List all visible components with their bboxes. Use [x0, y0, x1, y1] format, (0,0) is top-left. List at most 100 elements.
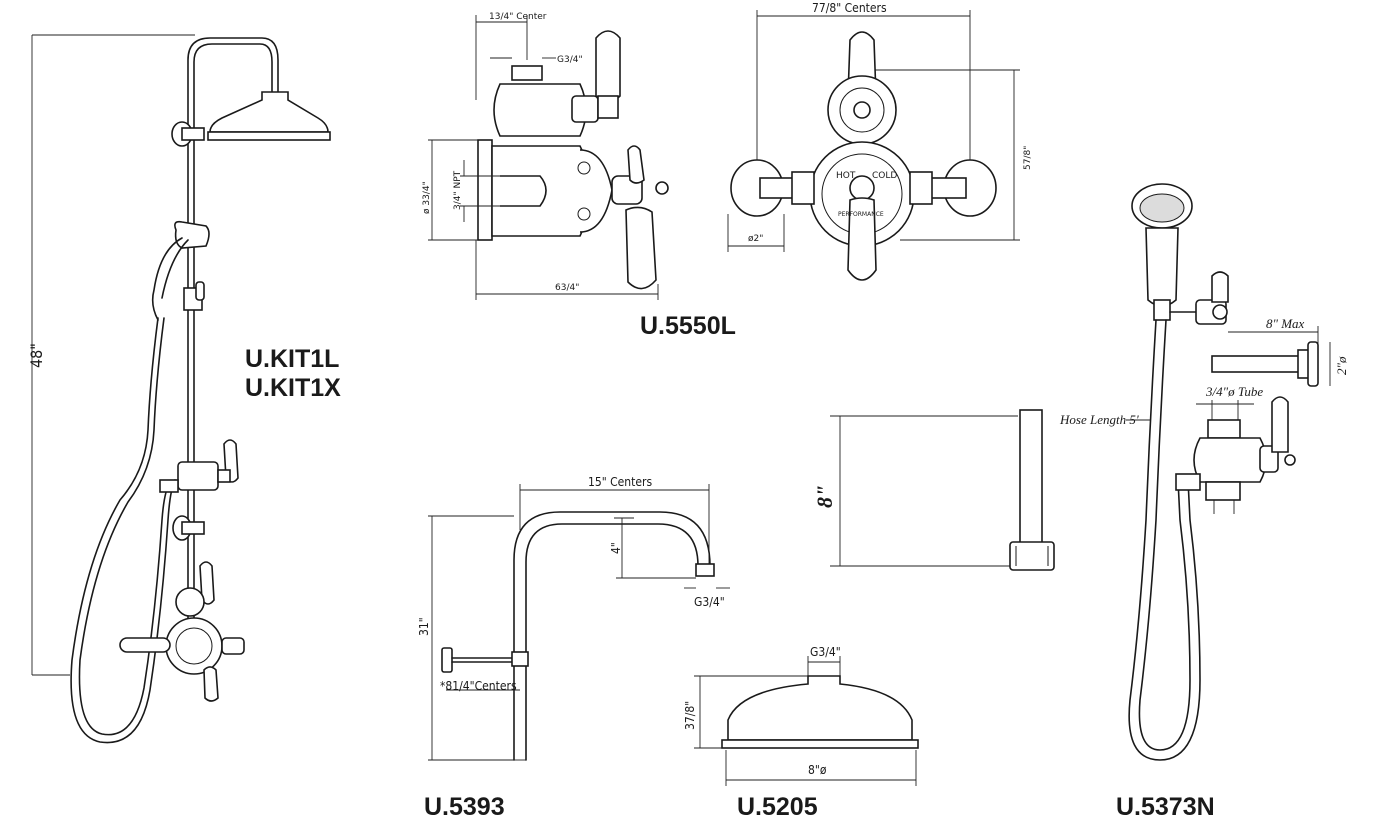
valve-wall-flange	[477, 139, 493, 241]
valve-marking-cold: COLD	[872, 171, 897, 181]
valve-lower-lever	[625, 206, 657, 290]
handshower-hose-inner	[1138, 319, 1191, 751]
handshower-drawing: 8" Max 2"ø 3/4"ø Tube Hose Length 5'	[1059, 183, 1349, 761]
handshower-hose	[1128, 319, 1201, 761]
valve-inlet-elbow	[500, 175, 547, 207]
head-label: U.5205	[737, 793, 818, 821]
handshower-holder-knob	[1212, 304, 1228, 320]
valve-lever-cap	[655, 181, 669, 195]
arm-flange-label: 2"ø	[1334, 356, 1349, 375]
valve-depth-label: 63/4"	[555, 283, 579, 293]
riser-centers-label: 15" Centers	[588, 475, 652, 489]
front-right-inlet-pipe	[929, 177, 967, 199]
kit-hose	[70, 317, 176, 744]
riser-drawing: 15" Centers 4" G3/4" 31" *81/4"Centers	[417, 475, 730, 761]
handshower-spray-face	[1139, 193, 1185, 223]
head-height-label: 37/8"	[683, 701, 697, 730]
riser-outlet-nut	[695, 563, 715, 577]
arm-max-label: 8" Max	[1266, 316, 1305, 331]
head-diameter-label: 8"ø	[808, 763, 827, 777]
handshower-label: U.5373N	[1116, 793, 1215, 821]
front-left-nut	[791, 171, 815, 205]
front-left-inlet-pipe	[759, 177, 797, 199]
kit-handset-handle-inner	[161, 239, 189, 299]
riser-offset-label: *81/4"Centers	[440, 679, 517, 693]
extension-drawing: 8"	[812, 409, 1055, 571]
kit-valve-inlet-right	[221, 637, 245, 655]
front-right-nut	[909, 171, 933, 205]
kit-valve-body	[165, 617, 223, 675]
front-upper-dial-inner	[839, 87, 885, 133]
kit-slide-knob	[195, 281, 205, 301]
valve-upper-lever-hub	[597, 95, 619, 119]
kit-handset-handle	[151, 237, 183, 321]
head-drawing: G3/4" 37/8" 8"ø	[683, 645, 919, 786]
handshower-holder-lever	[1211, 271, 1229, 303]
handshower-handle	[1145, 227, 1179, 307]
riser-label: U.5393	[424, 793, 505, 821]
kit-label-line2: U.KIT1X	[245, 374, 341, 402]
arm-flange	[1307, 341, 1319, 387]
valve-label: U.5550L	[640, 312, 736, 340]
riser-thread-label: G3/4"	[694, 595, 725, 609]
kit-diverter-outlet	[159, 479, 179, 493]
riser-height-label: 31"	[417, 617, 431, 636]
handshower-handle-end	[1153, 299, 1171, 321]
valve-upper-body	[493, 83, 587, 137]
riser-pipe-outer	[513, 511, 711, 761]
valve-side-view: 13/4" Center G3/4" ø 33/4" 3/4" NPT	[422, 12, 669, 300]
arm-tube	[1211, 355, 1303, 373]
kit-diverter-stem	[217, 469, 231, 483]
kit-shower-head-rim	[207, 131, 331, 141]
kit-valve-inlet-left	[119, 637, 171, 653]
valve-marking-performance: PERFORMANCE	[838, 211, 884, 218]
mini-valve-cap	[1284, 454, 1296, 466]
mini-valve-body	[1193, 437, 1267, 483]
riser-pipe-inner	[525, 523, 699, 761]
valve-diameter-label: ø 33/4"	[422, 181, 432, 214]
mini-valve-lever	[1271, 396, 1289, 453]
valve-thread-label: G3/4"	[557, 55, 583, 65]
extension-length-label: 8"	[812, 485, 837, 508]
front-bottom-lever	[847, 197, 877, 281]
tube-label: 3/4"ø Tube	[1205, 384, 1263, 399]
kit-valve-upper-dial	[175, 587, 205, 617]
valve-detail-dot-1	[577, 161, 591, 175]
riser-wall-stay-clamp	[511, 651, 529, 667]
valve-marking-hot: HOT	[836, 171, 856, 181]
kit-valve-bottom-lever	[203, 666, 219, 702]
valve-centers-label: 77/8" Centers	[812, 1, 887, 15]
valve-upper-lever	[595, 30, 621, 103]
mini-valve-top-nut	[1207, 419, 1241, 439]
mini-valve-bottom-nut	[1205, 481, 1241, 501]
kit-riser-pipe	[187, 37, 279, 661]
riser-wall-stay-flange	[441, 647, 453, 673]
extension-tube	[1019, 409, 1043, 545]
kit-shower-head	[209, 91, 329, 133]
valve-npt-label: 3/4" NPT	[453, 170, 463, 210]
kit-bracket-clamp-top	[181, 127, 205, 141]
front-upper-dial-hub	[853, 101, 871, 119]
valve-top-outlet	[511, 65, 543, 81]
extension-nut	[1009, 541, 1055, 571]
head-thread-label: G3/4"	[810, 645, 841, 659]
kit-handset-head	[174, 220, 210, 249]
valve-lower-lever-top	[627, 145, 645, 184]
head-dome	[727, 675, 913, 741]
head-rim	[721, 739, 919, 749]
kit-bracket-clamp-bottom	[181, 521, 205, 535]
valve-height-label: 57/8"	[1023, 146, 1033, 170]
shower-kit-drawing: 48" U.KIT1L U.KIT1X	[27, 34, 341, 744]
valve-upper-stem	[571, 95, 599, 123]
valve-front-view: 77/8" Centers 57/8" HOT COLD PERFORMANCE…	[727, 1, 1033, 281]
mini-valve-outlet	[1175, 473, 1201, 491]
valve-outlet-label: ø2"	[748, 234, 763, 244]
valve-detail-dot-2	[577, 207, 591, 221]
kit-diverter-body	[177, 461, 219, 491]
kit-hose-inner	[78, 317, 171, 736]
kit-valve-bezel	[175, 627, 213, 665]
kit-label-line1: U.KIT1L	[245, 345, 339, 373]
kit-height-label: 48"	[27, 343, 46, 368]
valve-center-label: 13/4" Center	[489, 12, 547, 22]
